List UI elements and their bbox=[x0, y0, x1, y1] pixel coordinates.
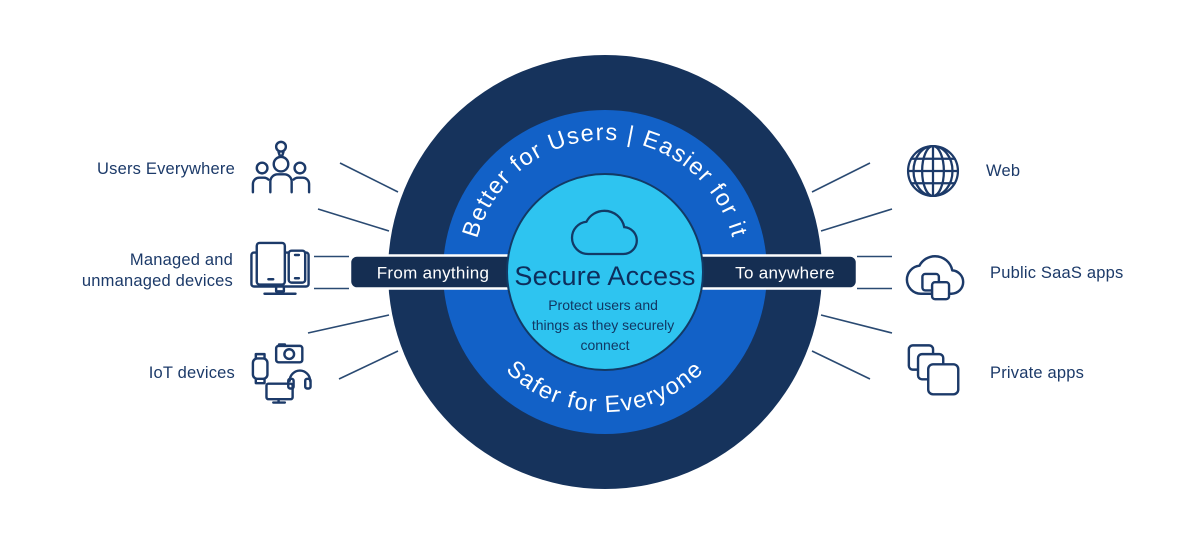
center-title: Secure Access bbox=[514, 261, 695, 291]
cloud-icon bbox=[570, 209, 638, 256]
band-left-label: From anything bbox=[377, 264, 490, 283]
center-subtext: Protect users and things as they securel… bbox=[532, 297, 678, 353]
public-saas-apps-icon bbox=[904, 242, 966, 304]
iot-devices-label: IoT devices bbox=[148, 363, 235, 382]
list-item: Web bbox=[904, 138, 1196, 204]
users-everywhere-label: Users Everywhere bbox=[97, 159, 235, 178]
list-item: Managed and unmanaged devices bbox=[28, 238, 312, 304]
list-item: Private apps bbox=[904, 340, 1196, 406]
iot-devices-icon bbox=[250, 342, 312, 404]
list-item: Public SaaS apps bbox=[904, 240, 1196, 306]
list-item: IoT devices bbox=[28, 340, 312, 406]
private-apps-label: Private apps bbox=[990, 363, 1085, 382]
public-saas-apps-label: Public SaaS apps bbox=[990, 263, 1124, 282]
web-globe-icon bbox=[904, 142, 962, 200]
users-everywhere-icon bbox=[250, 138, 312, 200]
list-item: Users Everywhere bbox=[28, 136, 312, 202]
managed-devices-label: Managed and unmanaged devices bbox=[81, 251, 233, 290]
inner-circle bbox=[506, 173, 704, 371]
fan-lines-right bbox=[811, 162, 893, 380]
fan-lines-left bbox=[307, 162, 399, 380]
managed-devices-icon bbox=[248, 240, 312, 302]
private-apps-icon bbox=[904, 342, 966, 404]
web-label: Web bbox=[986, 161, 1021, 180]
band-right-label: To anywhere bbox=[735, 264, 835, 283]
